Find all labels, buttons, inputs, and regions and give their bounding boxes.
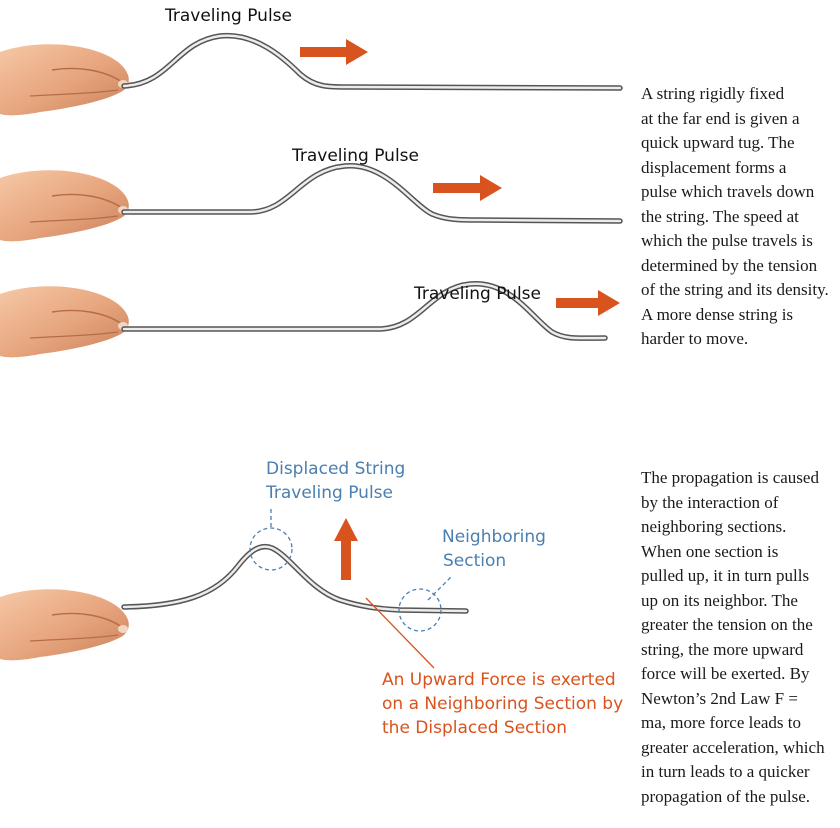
pulse-label-1: Traveling Pulse xyxy=(165,6,292,26)
neighboring-section-circle xyxy=(398,588,442,632)
neighboring-leader-line xyxy=(427,575,453,601)
hand-2 xyxy=(0,170,129,242)
hand-1 xyxy=(0,44,129,116)
arrow-right-icon xyxy=(433,175,502,201)
displaced-string-label: Displaced String Traveling Pulse xyxy=(266,459,406,503)
neighboring-section-label: Neighboring Section xyxy=(442,527,546,571)
pulse-label-2: Traveling Pulse xyxy=(292,146,419,166)
displaced-section-circle xyxy=(249,527,293,571)
force-leader-line xyxy=(365,597,435,669)
paragraph-top: A string rigidly fixed at the far end is… xyxy=(641,84,829,348)
string-3 xyxy=(121,281,608,341)
upward-force-label: An Upward Force is exerted on a Neighbor… xyxy=(382,670,624,738)
arrow-up-icon xyxy=(334,518,358,580)
paragraph-bottom: The propagation is caused by the interac… xyxy=(641,468,825,806)
hand-3 xyxy=(0,286,129,358)
string-4 xyxy=(121,543,469,614)
hand-4 xyxy=(0,589,129,661)
pulse-label-3: Traveling Pulse xyxy=(414,284,541,304)
string-2 xyxy=(121,163,623,224)
string-1 xyxy=(121,32,623,91)
arrow-right-icon xyxy=(300,39,368,65)
arrow-right-icon xyxy=(556,290,620,316)
